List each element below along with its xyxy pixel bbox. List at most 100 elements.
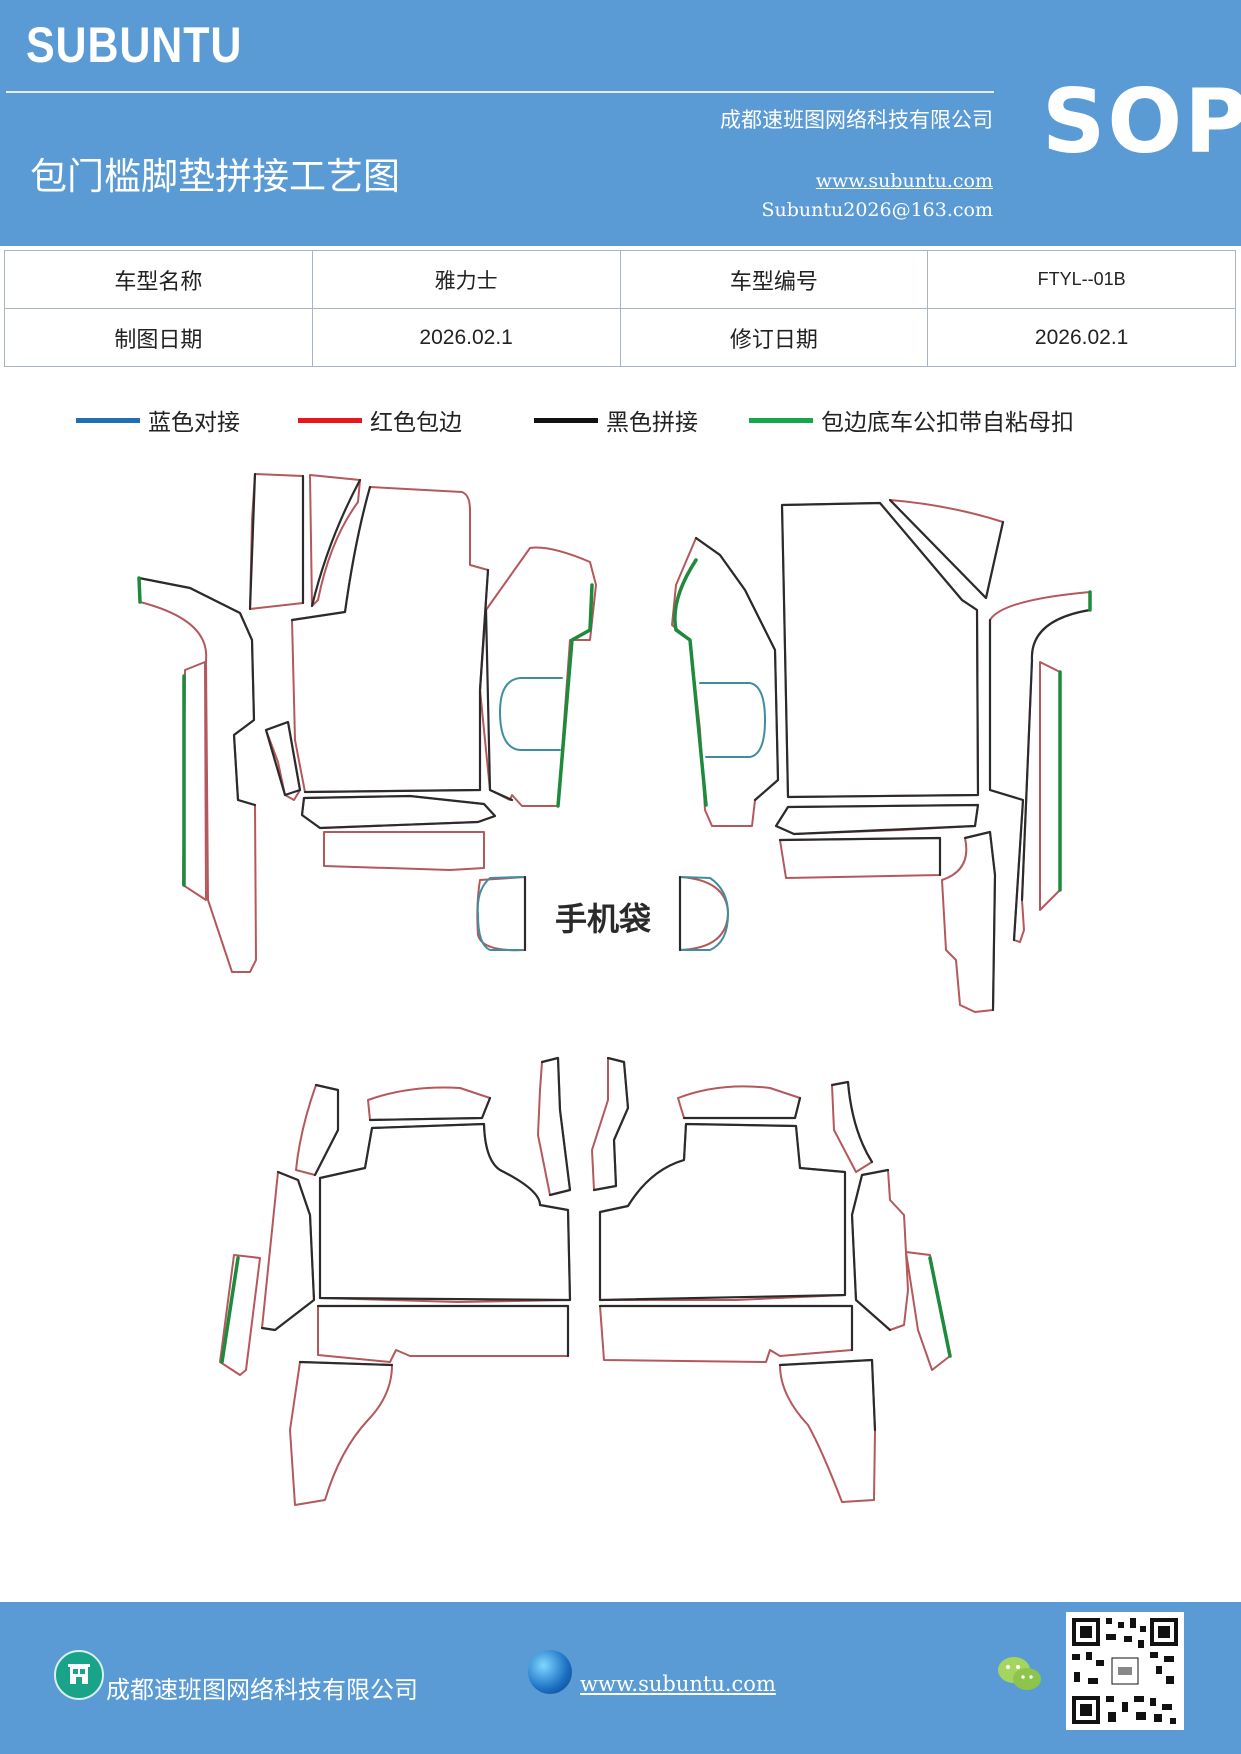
mat-piece (851, 1169, 909, 1331)
join-line (264, 720, 302, 797)
legend-item-blue: 蓝色对接 (76, 400, 240, 440)
mat-piece (289, 1361, 393, 1506)
blue-joint-outlines (476, 677, 766, 951)
mat-piece (319, 1123, 571, 1303)
join-line (316, 1304, 570, 1358)
mat-piece (323, 831, 485, 871)
header-website-link[interactable]: www.subuntu.com (815, 170, 993, 192)
join-line (300, 794, 497, 830)
join-line (313, 1083, 340, 1177)
globe-icon (528, 1650, 572, 1694)
footer-company: 成都速班图网络科技有限公司 (106, 1676, 418, 1704)
join-line (963, 830, 997, 1012)
join-line (303, 568, 490, 794)
join-line (778, 1358, 877, 1432)
velcro-edge (220, 1256, 240, 1364)
join-line (850, 1168, 892, 1332)
mat-piece (677, 1085, 801, 1119)
mat-piece (291, 486, 489, 793)
join-line (694, 536, 780, 802)
mat-piece (295, 1084, 339, 1176)
legend-label: 包边底车公扣带自粘母扣 (821, 410, 1074, 436)
wechat-icon (998, 1657, 1041, 1690)
blue-joint (699, 682, 766, 758)
join-line (368, 1096, 492, 1122)
table-row: 制图日期 2026.02.1 修订日期 2026.02.1 (4, 308, 1236, 367)
join-line (598, 1122, 847, 1302)
mat-piece (781, 502, 979, 798)
legend-swatch (76, 417, 140, 423)
join-line (260, 1170, 316, 1332)
join-line (774, 803, 980, 836)
phone-bag-label: 手机袋 (555, 900, 651, 938)
cell-label: 制图日期 (4, 308, 313, 367)
mat-pattern-drawing: 手机袋 (137, 472, 1092, 1506)
cell-value: FTYL--01B (927, 250, 1236, 309)
join-line (780, 501, 980, 799)
mat-piece (779, 1359, 876, 1503)
mat-piece (138, 577, 257, 973)
velcro-edge (137, 576, 142, 604)
cell-value: 雅力士 (311, 250, 621, 309)
mat-piece (479, 546, 597, 807)
velcro-edge (928, 1256, 952, 1358)
mat-piece (249, 473, 304, 610)
mat-piece (591, 1057, 629, 1191)
cell-label: 修订日期 (619, 308, 929, 367)
join-line (988, 618, 1025, 942)
mat-piece (1039, 661, 1061, 911)
footer-website-link[interactable]: www.subuntu.com (580, 1672, 776, 1696)
mat-piece (367, 1086, 491, 1121)
mat-piece (182, 661, 207, 901)
header-divider (6, 91, 994, 93)
join-line (598, 1304, 854, 1352)
legend-label: 蓝色对接 (148, 410, 240, 436)
mat-piece (941, 831, 996, 1013)
info-table: 车型名称 雅力士 车型编号 FTYL--01B 制图日期 2026.02.1 修… (4, 250, 1236, 367)
mat-piece (309, 474, 361, 607)
cell-label: 车型编号 (619, 250, 929, 309)
join-line (484, 608, 514, 802)
mat-piece (537, 1057, 571, 1196)
join-line (298, 1360, 394, 1367)
table-row: 车型名称 雅力士 车型编号 FTYL--01B (4, 250, 1236, 309)
cell-value: 2026.02.1 (311, 308, 621, 367)
legend-item-black: 黑色拼接 (534, 400, 698, 440)
mat-piece (219, 1254, 261, 1376)
legend-item-green: 包边底车公扣带自粘母扣 (749, 400, 1074, 440)
legend-label: 红色包边 (370, 410, 462, 436)
legend-swatch (534, 417, 598, 423)
sop-badge: SOP (1042, 70, 1241, 173)
velcro-edge (556, 583, 594, 808)
join-line (682, 1096, 802, 1120)
join-line (592, 1056, 630, 1192)
join-line (540, 1056, 572, 1197)
black-join-lines (137, 472, 1092, 1432)
mat-piece (317, 1305, 569, 1363)
green-velcro-edges (137, 558, 1092, 1364)
phone-bag-piece (476, 876, 526, 952)
blue-joint (499, 677, 563, 751)
velcro-edge (673, 558, 708, 807)
join-line (137, 576, 257, 807)
blue-joint (681, 876, 729, 951)
join-line (318, 1122, 572, 1302)
building-icon (54, 1650, 104, 1700)
join-line (778, 836, 942, 877)
cell-value: 2026.02.1 (927, 308, 1236, 367)
join-line (888, 498, 1005, 600)
mat-piece (905, 1251, 951, 1371)
page-title: 包门槛脚垫拼接工艺图 (30, 155, 400, 198)
brand-logo: SUBUNTU (26, 17, 243, 73)
header-company: 成都速班图网络科技有限公司 (720, 108, 993, 132)
mat-piece (599, 1123, 846, 1301)
header-email: Subuntu2026@163.com (761, 199, 993, 221)
mat-piece (779, 837, 941, 879)
join-line (310, 478, 362, 608)
legend: 蓝色对接 红色包边 黑色拼接 包边底车公扣带自粘母扣 (0, 400, 1241, 440)
join-line (1020, 608, 1092, 902)
legend-swatch (749, 417, 813, 423)
mat-piece (831, 1081, 873, 1173)
cell-label: 车型名称 (4, 250, 313, 309)
mat-piece (599, 1305, 853, 1363)
